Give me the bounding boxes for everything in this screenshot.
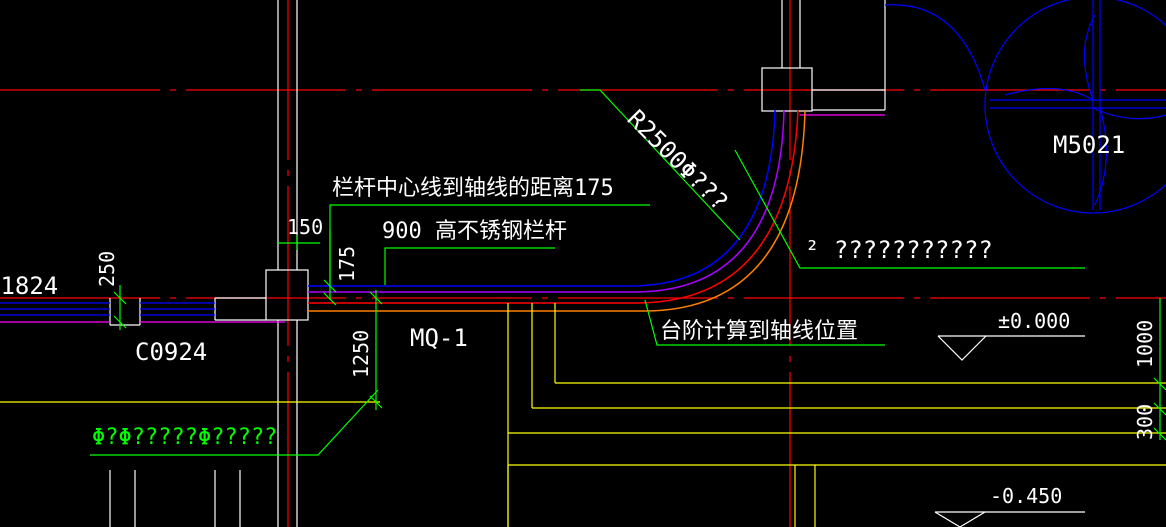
tick-6 (323, 292, 337, 306)
dim-175-text: 175 (335, 246, 359, 282)
tick-3 (113, 291, 127, 305)
tick-7 (1153, 377, 1166, 391)
tick-1 (369, 291, 383, 305)
tick-8 (1153, 402, 1166, 416)
leader-misc (734, 149, 1085, 269)
door-m5021-label: M5021 (1053, 131, 1125, 159)
elev-neg-right (959, 511, 986, 527)
tick-2 (369, 395, 383, 409)
door-m5021-symbol (884, 0, 1166, 214)
leader-step (644, 299, 885, 346)
railing-line-purple (308, 109, 785, 293)
window-c1824-label: C1824 (0, 272, 58, 300)
railing-curves (308, 109, 806, 312)
dim-300-text: 300 (1133, 404, 1157, 440)
elev-neg-label: -0.450 (990, 484, 1062, 508)
door-blade-4 (1094, 107, 1108, 206)
leaders-dimensions (90, 89, 1166, 456)
leader-radius (580, 89, 741, 241)
column-left (265, 269, 309, 321)
rebar-note-label: Φ?Φ?????Φ????? (92, 425, 277, 450)
curtain-wall-label: MQ-1 (410, 324, 468, 352)
dim-1250-text: 1250 (349, 330, 373, 378)
dim-1000-text: 1000 (1133, 320, 1157, 368)
leader-rebar (90, 389, 379, 456)
tick-4 (113, 315, 127, 329)
railing-line-blue (308, 109, 776, 287)
step-note-label: 台阶计算到轴线位置 (660, 319, 858, 344)
step-line-orange (308, 109, 806, 312)
door-swing-arc (884, 4, 986, 91)
tick-5 (323, 279, 337, 293)
step-line-red (308, 109, 799, 304)
elev-neg-symbol (934, 511, 961, 527)
door-circle (984, 0, 1166, 214)
tick-9 (1153, 427, 1166, 441)
door-blade-3 (1083, 14, 1096, 101)
dim-150-text: 150 (287, 215, 323, 239)
window-c0924-label: C0924 (135, 338, 207, 366)
leader-railing-offset (329, 204, 650, 285)
door-blade-2 (1092, 107, 1166, 120)
walls (109, 0, 886, 527)
door-blade-1 (1004, 88, 1094, 101)
leader-railing-spec (384, 247, 555, 285)
elevation-symbols (934, 335, 1085, 527)
radius-label: R2500Φ??? (622, 104, 734, 216)
elev-zero-symbol (937, 335, 987, 361)
slab-lines (0, 303, 1166, 527)
window-c1824-lines (0, 302, 215, 316)
misc-note-label: ² ??????????? (805, 236, 993, 264)
railing-spec-label: 900 高不锈钢栏杆 (382, 219, 567, 244)
elev-zero-label: ±0.000 (998, 309, 1070, 333)
railing-offset-note: 栏杆中心线到轴线的距离175 (332, 176, 614, 201)
dim-250-text: 250 (95, 251, 119, 287)
